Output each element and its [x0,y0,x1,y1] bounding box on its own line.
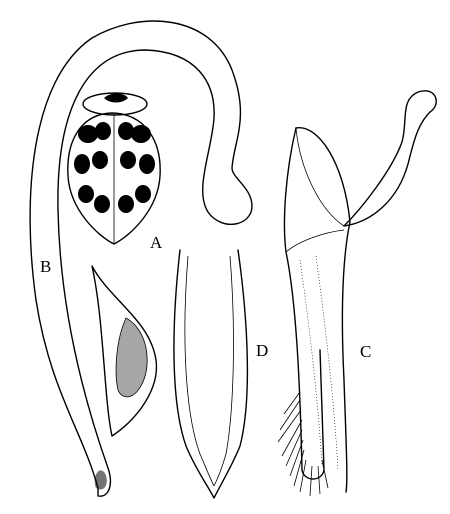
part-a-inner-structure [92,266,156,436]
part-a-beetle [68,93,160,244]
part-b-tip-stipple [95,470,107,489]
beetle-spots [74,122,155,213]
part-d-pod [174,250,247,498]
label-a: A [150,233,163,252]
label-d: D [256,341,268,360]
part-b-illustration [30,21,252,496]
label-b: B [40,257,51,276]
part-c-structure [278,91,436,496]
beetle-head-spot [104,94,128,103]
part-c-hairs [278,392,328,496]
label-c: C [360,342,371,361]
